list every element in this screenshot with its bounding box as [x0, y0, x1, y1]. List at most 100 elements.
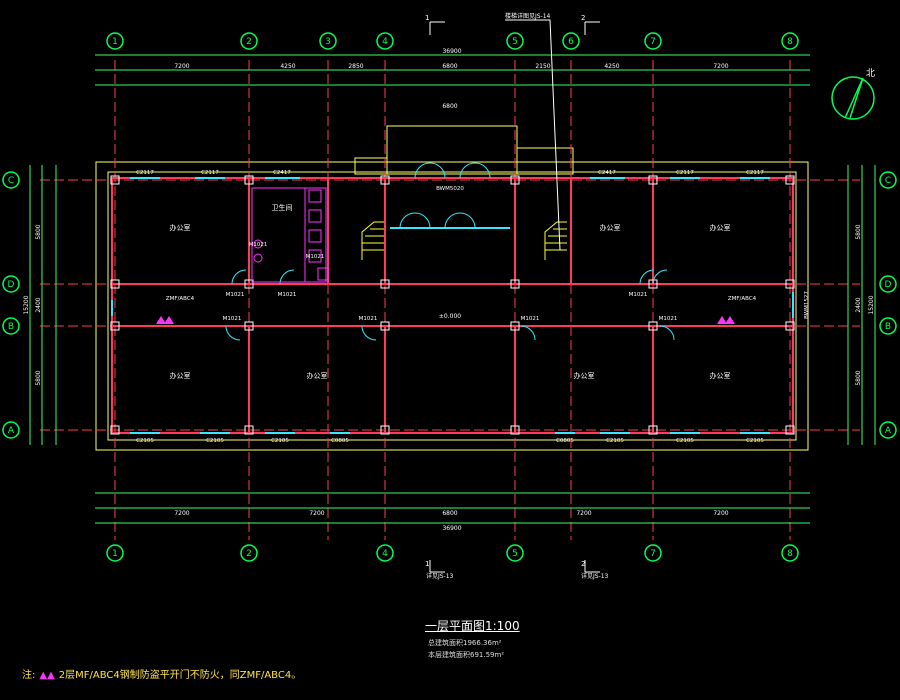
room-label: 办公室: [170, 371, 191, 380]
north-label: 北: [866, 69, 876, 79]
total-area: 总建筑面积1966.36m²: [428, 639, 502, 647]
overall-length-bottom: 36900: [442, 525, 461, 532]
section-callouts: 1 2 楼梯详图见JS-14 1 2 详见JS-13 详见JS-13: [425, 12, 609, 580]
bay-dim: 4250: [604, 63, 619, 70]
section-ref-text: 详见JS-13: [426, 572, 454, 580]
door-tag: M1021: [278, 292, 297, 298]
section-markers: [429, 19, 600, 573]
axis-label-bottom: 7: [650, 549, 656, 559]
fire-door-tag: ZMF/ABC4: [728, 296, 757, 302]
room-labels: 办公室 卫生间 办公室 办公室 办公室 办公室 办公室 办公室: [170, 203, 731, 380]
window-tag: C2417: [598, 170, 616, 176]
window-tag: C2117: [136, 170, 154, 176]
bay-dim: 2150: [535, 63, 550, 70]
room-label: 卫生间: [272, 203, 293, 212]
axis-label-right: B: [885, 322, 891, 332]
room-label: 办公室: [307, 371, 328, 380]
columns: [110, 175, 795, 435]
door-tag: M1021: [223, 316, 242, 322]
fire-door-markers: [156, 316, 735, 324]
window-tag: C2105: [746, 438, 764, 444]
window-tag: C2105: [606, 438, 624, 444]
depth-dim: 2400: [35, 297, 42, 312]
window-tag: C2105: [676, 438, 694, 444]
axis-label-top: 7: [650, 37, 656, 47]
door-tag: BWM1527: [804, 291, 810, 319]
axis-label-top: 6: [568, 37, 574, 47]
footnote-text: 2层MF/ABC4钢制防盗平开门不防火，同ZMF/ABC4。: [58, 670, 302, 681]
window-tag: C0805: [331, 438, 349, 444]
window-tag: C2417: [273, 170, 291, 176]
north-arrow-icon: [831, 76, 875, 120]
axis-label-bottom: 5: [512, 549, 518, 559]
axis-label-top: 8: [787, 37, 793, 47]
dimension-lines: [29, 54, 876, 524]
window-tag: C2117: [746, 170, 764, 176]
building-outline: [95, 125, 809, 451]
axis-label-left: B: [8, 322, 14, 332]
depth-dim: 5800: [855, 224, 862, 239]
room-label: 办公室: [710, 223, 731, 232]
floor-area: 本层建筑面积691.59m²: [428, 651, 505, 659]
bay-dim: 2850: [348, 63, 363, 70]
overall-depth: 15200: [868, 295, 875, 314]
grid-bubbles: [2, 32, 897, 562]
door-tag: M1021: [249, 242, 268, 248]
axis-label-left: D: [8, 280, 15, 290]
bay-dim-bottom: 7200: [713, 510, 728, 517]
bay-dim: 7200: [713, 63, 728, 70]
room-label: 办公室: [574, 371, 595, 380]
axis-label-top: 3: [325, 37, 331, 47]
depth-dim: 2400: [855, 297, 862, 312]
axis-label-top: 2: [246, 37, 252, 47]
depth-dim: 5800: [35, 224, 42, 239]
axis-label-top: 1: [112, 37, 118, 47]
section-number: 1: [425, 560, 429, 568]
bay-dim-bottom: 7200: [309, 510, 324, 517]
grid-axis-labels: 1 2 3 4 5 6 7 8 1 2 4 5 7 8 C D B A C D …: [8, 37, 892, 559]
axis-label-top: 5: [512, 37, 518, 47]
windows: [111, 177, 794, 434]
window-tag: C2105: [206, 438, 224, 444]
fire-door-symbol-icon: ▲▲: [39, 670, 55, 681]
section-ref-text: 详见JS-13: [581, 572, 609, 580]
room-label: 办公室: [600, 223, 621, 232]
section-number: 2: [581, 14, 585, 22]
window-tag: C2117: [676, 170, 694, 176]
axis-label-bottom: 8: [787, 549, 793, 559]
walls: [111, 177, 794, 434]
footnote: 注:▲▲2层MF/ABC4钢制防盗平开门不防火，同ZMF/ABC4。: [22, 666, 301, 681]
door-tag: M1021: [306, 254, 325, 260]
axis-label-bottom: 2: [246, 549, 252, 559]
footnote-prefix: 注:: [22, 670, 36, 681]
window-tag: C2105: [136, 438, 154, 444]
axis-label-top: 4: [382, 37, 388, 47]
bay-dim: 6800: [442, 63, 457, 70]
doors: [225, 162, 675, 341]
depth-dimension-text: 5800 2400 5800 15200 5800 2400 5800 1520…: [23, 224, 875, 385]
axis-label-left: A: [8, 426, 15, 436]
door-tag: M1021: [521, 316, 540, 322]
depth-dim: 5800: [855, 370, 862, 385]
bay-dim-bottom: 7200: [576, 510, 591, 517]
opening-tags: C2117 C2117 C2417 C2417 C2117 C2117 C210…: [136, 170, 810, 444]
door-tag: M1021: [659, 316, 678, 322]
drawing-title: 一层平面图1:100: [425, 619, 520, 633]
entrance-width: 6800: [442, 103, 457, 110]
window-tag: C0805: [556, 438, 574, 444]
room-label: 办公室: [710, 371, 731, 380]
bay-dim-bottom: 7200: [174, 510, 189, 517]
room-label: 办公室: [170, 223, 191, 232]
toilet-fixtures: [251, 187, 329, 283]
door-tag: M1021: [226, 292, 245, 298]
window-tag: C2105: [271, 438, 289, 444]
dimension-text: 36900 7200 4250 2850 6800 2150 4250 7200…: [174, 48, 728, 532]
elevation-mark: ±0.000: [439, 313, 461, 320]
door-tag: BWM5020: [436, 186, 464, 192]
overall-length-top: 36900: [442, 48, 461, 55]
overall-depth: 15200: [23, 295, 30, 314]
bay-dim-bottom: 6800: [442, 510, 457, 517]
section-number: 2: [581, 560, 585, 568]
axis-label-right: C: [885, 176, 891, 186]
